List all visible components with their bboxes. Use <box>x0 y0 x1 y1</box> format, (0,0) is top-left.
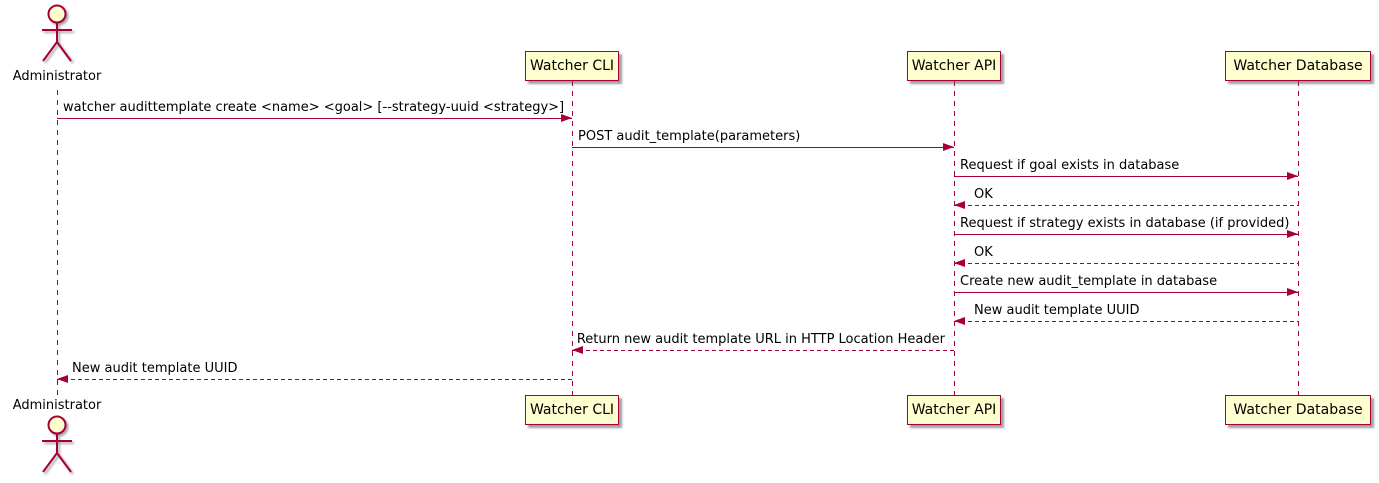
message-8-line <box>954 321 1298 323</box>
message-7-line <box>954 292 1298 294</box>
message-9-text: Return new audit template URL in HTTP Lo… <box>576 332 945 347</box>
message-3-line <box>954 176 1298 178</box>
message-4-text: OK <box>974 187 993 202</box>
message-1-line <box>57 118 572 120</box>
message-9-arrowhead <box>572 345 583 354</box>
message-6-arrowhead <box>954 258 965 267</box>
message-10-text: New audit template UUID <box>72 361 238 376</box>
lifeline-administrator <box>56 90 58 398</box>
message-7-arrowhead <box>1287 287 1298 296</box>
administrator-label-top: Administrator <box>12 69 102 84</box>
message-5-arrowhead <box>1287 229 1298 238</box>
message-1-text: watcher audittemplate create <name> <goa… <box>63 100 565 115</box>
administrator-label-bottom: Administrator <box>12 398 102 413</box>
message-2-text: POST audit_template(parameters) <box>578 129 801 144</box>
message-6-text: OK <box>974 245 993 260</box>
message-3-arrowhead <box>1287 171 1298 180</box>
message-5-line <box>954 234 1298 236</box>
lifeline-watcher-api <box>953 81 955 395</box>
participant-watcher-database-bottom: Watcher Database <box>1225 395 1371 425</box>
participant-watcher-database-top: Watcher Database <box>1225 51 1371 81</box>
message-4-line <box>954 205 1298 207</box>
message-10-arrowhead <box>57 374 68 383</box>
message-8-text: New audit template UUID <box>974 303 1140 318</box>
message-10-line <box>57 379 572 381</box>
message-5-text: Request if strategy exists in database (… <box>960 216 1290 231</box>
message-6-line <box>954 263 1298 265</box>
participant-watcher-cli-bottom: Watcher CLI <box>525 395 619 425</box>
lifeline-watcher-cli <box>571 81 573 395</box>
message-7-text: Create new audit_template in database <box>960 274 1218 289</box>
message-3-text: Request if goal exists in database <box>960 158 1180 173</box>
administrator-actor-icon-top <box>42 4 72 62</box>
participant-watcher-api-bottom: Watcher API <box>907 395 1001 425</box>
participant-watcher-api-top: Watcher API <box>907 51 1001 81</box>
lifeline-watcher-database <box>1297 81 1299 395</box>
message-2-arrowhead <box>943 142 954 151</box>
message-9-line <box>572 350 954 352</box>
message-4-arrowhead <box>954 200 965 209</box>
participant-watcher-cli-top: Watcher CLI <box>525 51 619 81</box>
message-1-arrowhead <box>561 113 572 122</box>
message-8-arrowhead <box>954 316 965 325</box>
administrator-actor-icon-bottom <box>42 415 72 473</box>
message-2-line <box>572 147 954 149</box>
